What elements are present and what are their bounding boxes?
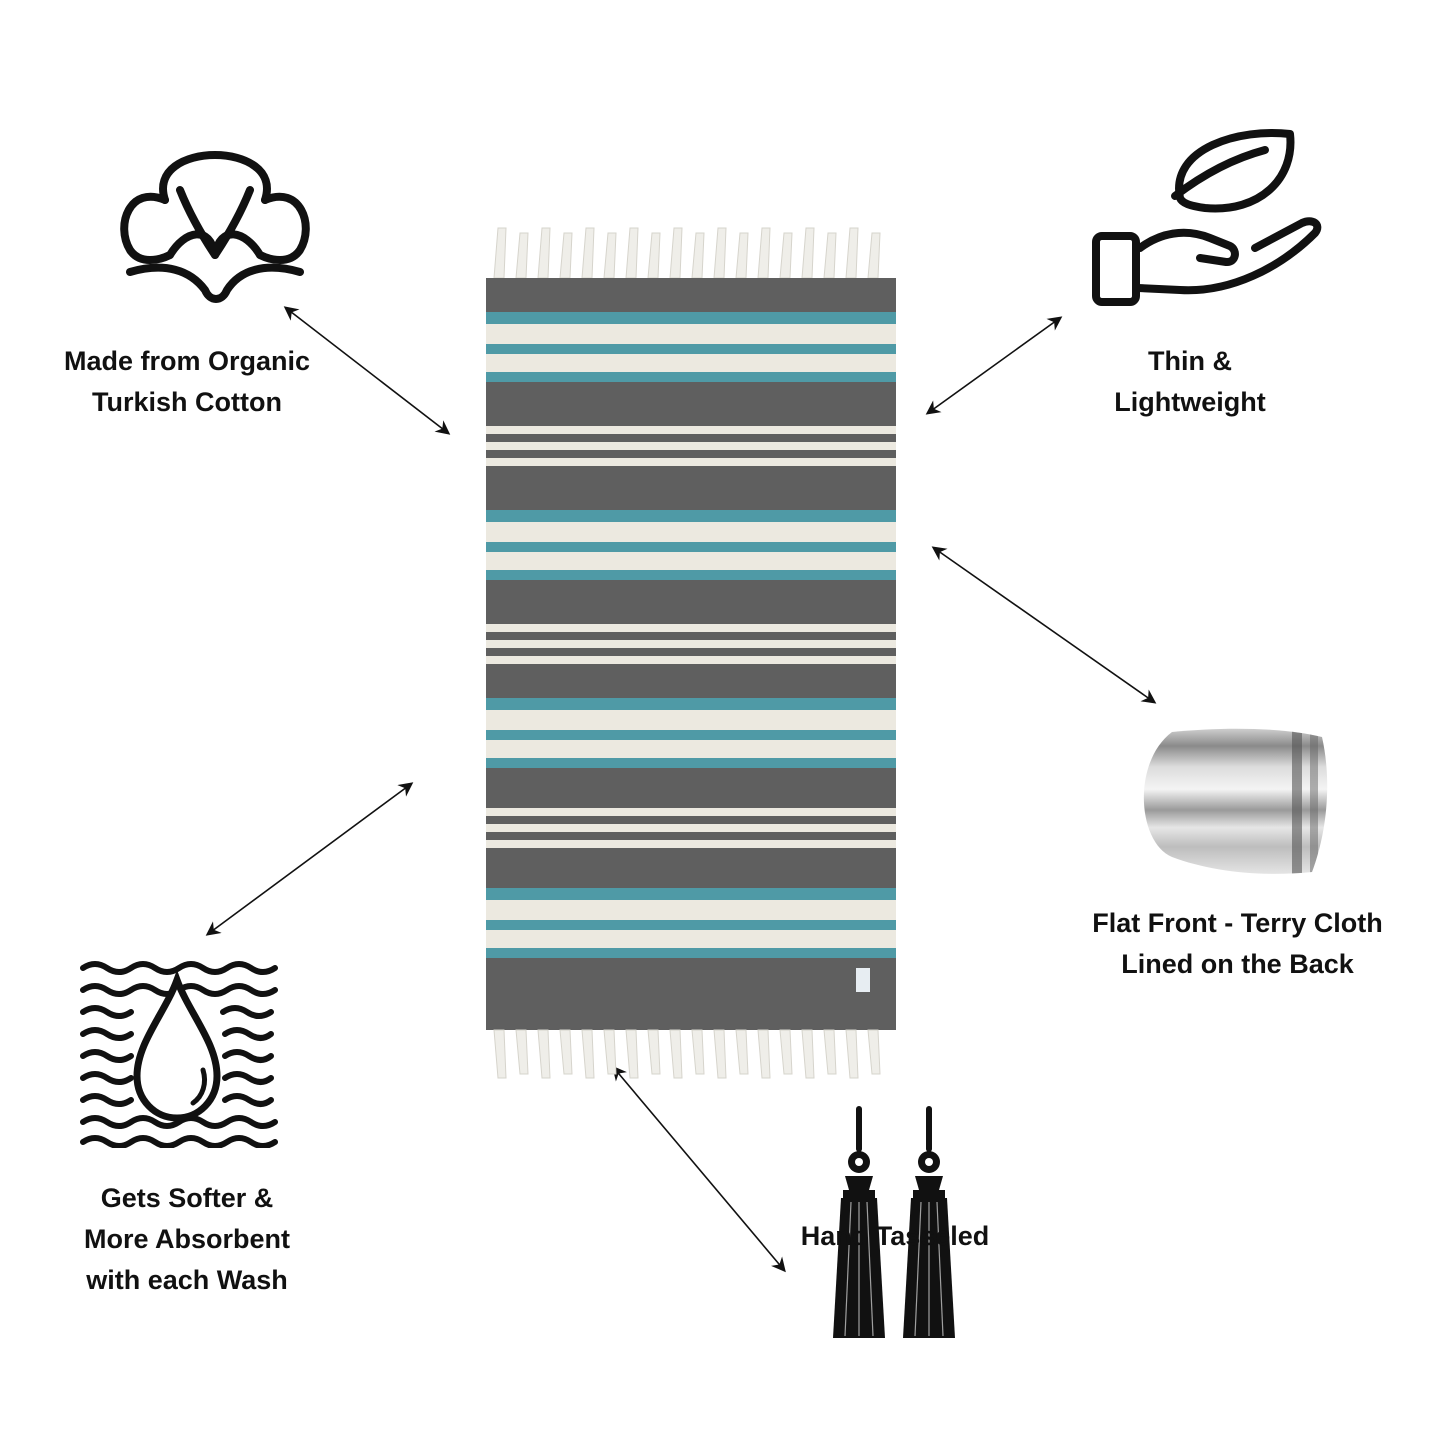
arrow-terry [931, 546, 1157, 704]
tassel-icon [833, 1106, 955, 1338]
arrow-absorbent [205, 782, 414, 936]
water-drop-waves-icon [80, 961, 278, 1148]
feature-label-absorbent: Gets Softer & More Absorbent with each W… [83, 1183, 290, 1295]
towel-tag [856, 968, 870, 992]
arrow-lightweight [925, 316, 1063, 415]
arrow-tassel [612, 1065, 786, 1273]
towel-stripes [486, 312, 896, 958]
feature-label-tassel: Hand Tasseled [800, 1221, 990, 1251]
feature-label-lightweight: Thin & Lightweight [1114, 346, 1266, 417]
terry-cloth-swatch [1143, 728, 1328, 874]
feature-label-cotton: Made from Organic Turkish Cotton [63, 346, 311, 417]
cotton-boll-icon [120, 151, 310, 303]
towel-bottom-fringe [493, 1029, 881, 1079]
feature-label-terry: Flat Front - Terry Cloth Lined on the Ba… [1092, 908, 1383, 979]
towel-product-image [486, 227, 896, 1079]
leaf-on-hand-icon [1092, 129, 1322, 306]
arrow-cotton [283, 306, 451, 435]
